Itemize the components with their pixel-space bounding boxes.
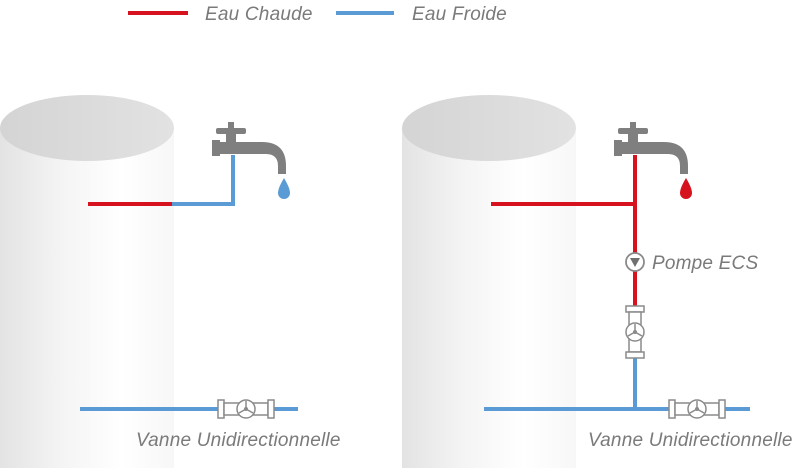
faucet-icon: [212, 122, 286, 174]
faucet-icon: [614, 122, 688, 174]
right-tank-top: [402, 95, 576, 161]
check-valve-icon: [625, 305, 645, 359]
left-tank: [0, 95, 174, 468]
pump-label: Pompe ECS: [652, 253, 758, 274]
legend-hot-label: Eau Chaude: [205, 4, 313, 25]
left-tank-top: [0, 95, 174, 161]
legend: Eau Chaude Eau Froide: [128, 4, 507, 25]
pump-icon: [625, 252, 645, 272]
legend-cold-label: Eau Froide: [412, 4, 507, 25]
water-drop-icon: [680, 178, 692, 199]
water-drop-icon: [278, 178, 290, 199]
right-valve-label: Vanne Unidirectionnelle: [588, 430, 793, 451]
check-valve-icon: [217, 399, 275, 419]
left-cold-pipe: [172, 155, 235, 206]
right-tank: [402, 95, 576, 468]
left-valve-label: Vanne Unidirectionnelle: [136, 430, 341, 451]
check-valve-icon: [668, 399, 726, 419]
